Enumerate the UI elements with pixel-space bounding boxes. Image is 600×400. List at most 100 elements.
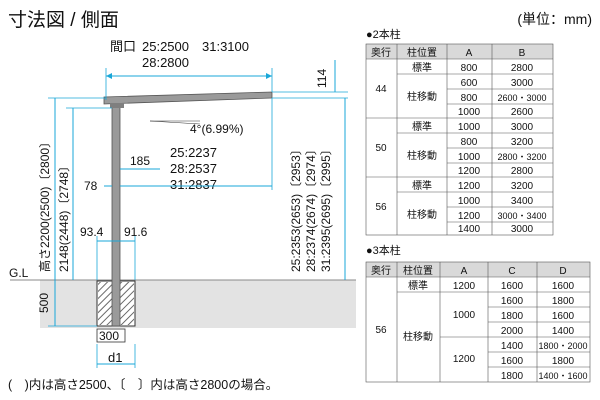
roof-height-label: 114 xyxy=(315,69,329,88)
table1-cell-b: 2600 xyxy=(511,107,534,118)
table2-header-d: D xyxy=(559,266,566,277)
table1-cell-a: 1000 xyxy=(458,122,481,133)
table2-cell-a: 1200 xyxy=(453,281,476,292)
depth-value-3: 31:2837 xyxy=(170,177,217,192)
beam-depth-label: 78 xyxy=(84,179,98,193)
table1-cell-b: 2600・3000 xyxy=(497,93,546,103)
side-view-diagram: G.L 間口 25:2500 31:3100 28:2800 114 4°(6.… xyxy=(9,39,356,368)
front-height-1: 25:2353(2653)〔2953〕 xyxy=(289,143,303,272)
front-height-3: 31:2395(2695)〔2995〕 xyxy=(319,143,333,272)
left-offset-label: 93.4 xyxy=(80,225,104,239)
table2-header-position: 柱位置 xyxy=(403,264,433,277)
table2-cell-c: 1800 xyxy=(501,371,524,382)
frontage-label: 間口 xyxy=(110,39,136,54)
frontage-arrow-left xyxy=(106,73,112,79)
table1-cell-a: 1200 xyxy=(458,166,481,177)
table1-cell-b: 3200 xyxy=(511,137,534,148)
table2-header-a: A xyxy=(461,266,468,277)
table1-cell-b: 3000 xyxy=(511,122,534,133)
table1-cell-a: 600 xyxy=(461,78,478,89)
table2-cell-d: 1400・1600 xyxy=(538,371,587,381)
table1-cell-a: 1000 xyxy=(458,152,481,163)
page-title: 寸法図 / 側面 xyxy=(8,9,119,31)
table1-title: ●2本柱 xyxy=(366,27,401,41)
table2-header-bg xyxy=(366,262,590,277)
table1-cell-a: 1200 xyxy=(458,211,481,222)
footnote: ( )内は高さ2500、〔 〕内は高さ2800の場合。 xyxy=(8,377,278,392)
table1-cell-position: 柱移動 xyxy=(407,90,437,103)
table2-cell-d: 1800 xyxy=(552,296,575,307)
ground-label: G.L xyxy=(9,266,29,280)
base-width-label: 300 xyxy=(99,329,119,343)
table1-cell-position: 柱移動 xyxy=(407,208,437,221)
table1-cell-a: 800 xyxy=(461,137,478,148)
front-height-2: 28:2374(2674)〔2974〕 xyxy=(304,143,318,272)
d1-label: d1 xyxy=(108,350,122,365)
table1-cell-a: 1200 xyxy=(458,181,481,192)
ground-area xyxy=(40,280,356,328)
table2-cell-d: 1800 xyxy=(552,356,575,367)
frontage-values-1: 25:2500 31:3100 xyxy=(142,39,249,54)
depth-value-2: 28:2537 xyxy=(170,161,217,176)
unit-note: (単位：mm) xyxy=(517,11,592,27)
roof-panel xyxy=(103,91,273,105)
table1-cell-b: 3000 xyxy=(511,78,534,89)
table1-cell-a: 1400 xyxy=(458,224,481,235)
table1-frame xyxy=(365,43,554,236)
total-height-label: 高さ2200(2500)〔2800〕 xyxy=(37,136,52,272)
table2-cell-d: 1400 xyxy=(552,326,575,337)
table2-depth-56: 56 xyxy=(375,325,387,336)
table1-cell-b: 2800 xyxy=(511,166,534,177)
table1-header-a: A xyxy=(466,48,473,59)
table2-cell-a: 1000 xyxy=(453,310,476,321)
table1-cell-b: 2800・3200 xyxy=(497,152,546,162)
right-offset-label: 91.6 xyxy=(124,225,148,239)
table1-header-depth: 奥行 xyxy=(371,46,391,59)
table1-cell-a: 1000 xyxy=(458,107,481,118)
table2-cell-a: 1200 xyxy=(453,354,476,365)
table1-cell-b: 3400 xyxy=(511,196,534,207)
table1-cell-a: 800 xyxy=(461,93,478,104)
eave-height-label: 2148(2448)〔2748〕 xyxy=(57,160,71,272)
frontage-arrow-right xyxy=(266,73,272,79)
table1-cell-b: 2800 xyxy=(511,63,534,74)
table2-cell-c: 1600 xyxy=(501,356,524,367)
roof-beam xyxy=(110,103,124,108)
slope-line xyxy=(149,120,201,125)
table2-header-c: C xyxy=(508,266,515,277)
table-two-posts: ●2本柱 奥行 柱位置 A B 44 標準 柱移動 800 2800 600 3… xyxy=(365,27,554,236)
table2-header-depth: 奥行 xyxy=(371,264,391,277)
embed-depth-label: 500 xyxy=(37,293,51,313)
frontage-values-2: 28:2800 xyxy=(142,55,189,70)
table2-cell-position: 柱移動 xyxy=(403,330,433,343)
table1-cell-a: 1000 xyxy=(458,196,481,207)
table2-cell-c: 1800 xyxy=(501,311,524,322)
table1-depth-44: 44 xyxy=(375,84,387,95)
table2-cell-c: 1600 xyxy=(501,296,524,307)
table2-cell-position: 標準 xyxy=(408,279,428,292)
table2-cell-c: 2000 xyxy=(501,326,524,337)
depth-value-1: 25:2237 xyxy=(170,145,217,160)
table2-cell-d: 1800・2000 xyxy=(538,341,587,351)
table2-title: ●3本柱 xyxy=(366,243,401,257)
table1-header-bg xyxy=(366,44,553,59)
table1-cell-a: 800 xyxy=(461,63,478,74)
table1-cell-position: 標準 xyxy=(412,120,432,133)
table1-cell-position: 標準 xyxy=(412,179,432,192)
table1-header-b: B xyxy=(519,48,526,59)
post xyxy=(111,105,121,327)
table-three-posts: ●3本柱 奥行 柱位置 A C D 56 標準 1200 1600 1600 柱… xyxy=(365,243,591,383)
table1-cell-position: 柱移動 xyxy=(407,149,437,162)
table1-cell-b: 3000 xyxy=(511,224,534,235)
table1-cell-b: 3000・3400 xyxy=(497,211,546,221)
table2-cell-c: 1400 xyxy=(501,341,524,352)
table2-cell-d: 1600 xyxy=(552,311,575,322)
table1-cell-b: 3200 xyxy=(511,181,534,192)
table1-depth-56: 56 xyxy=(375,202,387,213)
table1-cell-position: 標準 xyxy=(412,61,432,74)
base-width-box xyxy=(96,328,126,343)
post-offset-label: 185 xyxy=(130,154,150,168)
table2-cell-d: 1600 xyxy=(552,281,575,292)
table1-header-position: 柱位置 xyxy=(407,46,437,59)
